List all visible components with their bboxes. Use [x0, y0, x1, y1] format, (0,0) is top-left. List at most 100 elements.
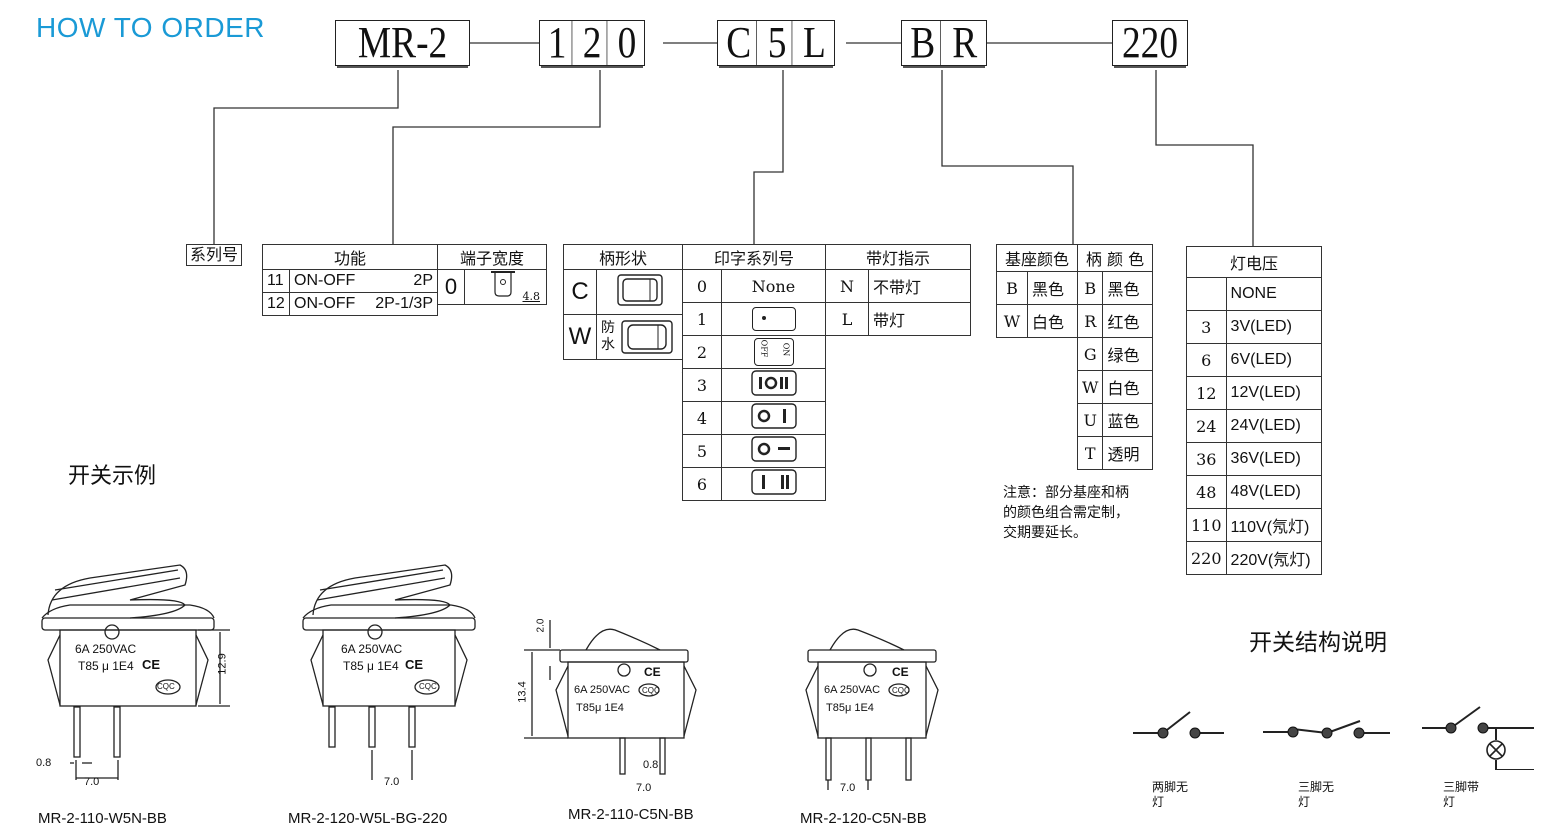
- handle-color-desc: 透明: [1102, 436, 1153, 470]
- rating-text: 6A 250VAC: [574, 684, 631, 696]
- dim-pin: 0.8: [643, 759, 659, 771]
- dim-pitch: 7.0: [840, 782, 856, 794]
- cqc-mark-icon: CQC: [892, 686, 910, 695]
- voltage-desc: 6V(LED): [1225, 343, 1323, 377]
- structure-label: 三脚带 灯: [1443, 780, 1479, 810]
- lamp-desc: 不带灯: [868, 269, 971, 303]
- lamp-desc: 带灯: [868, 302, 971, 336]
- structure-title: 开关结构说明: [1249, 630, 1387, 656]
- structure-label-line: 灯: [1298, 795, 1311, 809]
- shape-note: 防: [601, 320, 615, 336]
- structure-label-line: 三脚带: [1443, 780, 1480, 794]
- terminal-dot: [1477, 722, 1489, 734]
- dim-top: 2.0: [535, 618, 547, 633]
- handle-color-header: 柄 颜 色: [1077, 244, 1153, 272]
- cert-text: T85 μ 1E4: [343, 659, 399, 673]
- cqc-mark-icon: CQC: [157, 682, 175, 691]
- code-function-digit: 1: [543, 21, 573, 65]
- voltage-desc: NONE: [1225, 277, 1323, 311]
- ce-mark-icon: CE: [644, 665, 661, 679]
- voltage-code: 3: [1186, 310, 1227, 344]
- voltage-code: 48: [1186, 475, 1227, 509]
- i-o-ii-icon: [750, 370, 797, 396]
- shape-header: 柄形状: [563, 244, 683, 270]
- model-label: MR-2-110-W5N-BB: [38, 810, 167, 827]
- switch-drawing-c5n-3pin: [805, 628, 939, 790]
- voltage-code: 12: [1186, 376, 1227, 410]
- shape-note: 水: [601, 337, 615, 353]
- print-code: 0: [682, 269, 722, 303]
- voltage-code: 36: [1186, 442, 1227, 476]
- lamp-code: N: [825, 269, 869, 303]
- terminal-dot: [1321, 727, 1333, 739]
- terminal-dot: [1157, 727, 1169, 739]
- structure-diagrams: [1133, 706, 1534, 770]
- lamp-code: L: [825, 302, 869, 336]
- base-color-code: W: [996, 304, 1028, 338]
- lamp-header: 带灯指示: [825, 244, 971, 270]
- voltage-desc: 48V(LED): [1225, 475, 1323, 509]
- function-desc: ON-OFF: [294, 272, 356, 289]
- examples-title: 开关示例: [68, 464, 157, 489]
- code-function-box: 1 2 0: [539, 20, 645, 66]
- code-color-digit: B: [905, 21, 942, 65]
- terminal-dim: 4.8: [522, 290, 541, 303]
- function-header: 功能: [262, 244, 438, 270]
- code-series-box: MR-2: [335, 18, 471, 67]
- print-code: 5: [682, 434, 722, 468]
- on-text: ON: [781, 342, 791, 357]
- code-handle-box: C 5 L: [717, 20, 836, 66]
- handle-color-code: R: [1076, 304, 1104, 338]
- terminal-dot: [1189, 727, 1201, 739]
- table-row: 3: [682, 368, 826, 402]
- dot-icon: [751, 307, 796, 331]
- cert-text: T85 μ 1E4: [78, 659, 134, 673]
- model-label: MR-2-120-W5L-BG-220: [288, 810, 448, 827]
- structure-label: 两脚无 灯: [1152, 780, 1188, 810]
- base-color-desc: 白色: [1027, 304, 1078, 338]
- rating-text: 6A 250VAC: [75, 642, 137, 656]
- voltage-desc: 12V(LED): [1225, 376, 1323, 410]
- print-code: 6: [682, 467, 722, 501]
- dim-height: 12.9: [216, 653, 229, 675]
- cert-text: T85μ 1E4: [826, 702, 874, 714]
- handle-color-desc: 黑色: [1102, 271, 1153, 305]
- dim-pitch: 7.0: [384, 776, 400, 788]
- base-color-desc: 黑色: [1027, 271, 1078, 305]
- dim-pitch: 7.0: [84, 776, 100, 788]
- color-note-line: 注意：部分基座和柄: [1003, 485, 1129, 501]
- print-header: 印字系列号: [682, 244, 826, 270]
- voltage-desc: 110V(氖灯): [1225, 508, 1323, 542]
- model-label: MR-2-110-C5N-BB: [568, 806, 694, 823]
- print-code: 3: [682, 368, 722, 402]
- function-poles: 2P: [413, 272, 433, 289]
- function-desc: ON-OFF: [294, 295, 356, 312]
- base-color-code: B: [996, 271, 1028, 305]
- color-note: 注意：部分基座和柄 的颜色组合需定制， 交期要延长。: [1003, 483, 1129, 543]
- shape-table: 柄形状 C W 防水: [563, 244, 683, 360]
- code-series: MR-2: [357, 18, 448, 67]
- shape-code: C: [563, 269, 597, 315]
- code-function-digit: 2: [578, 21, 608, 65]
- rating-text: 6A 250VAC: [824, 684, 881, 696]
- handle-color-code: W: [1076, 370, 1104, 404]
- code-function-digit: 0: [617, 18, 637, 67]
- terminal-code: 0: [437, 269, 465, 305]
- handle-color-desc: 红色: [1102, 304, 1153, 338]
- terminal-dot: [1445, 722, 1457, 734]
